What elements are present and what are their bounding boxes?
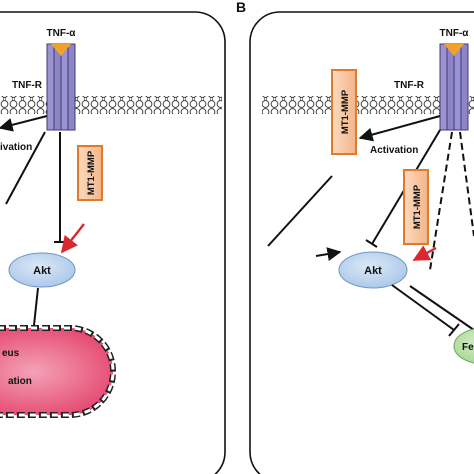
tnf-receptor-b [439, 43, 469, 131]
panel-b-frame [249, 11, 474, 474]
nucleus-a [0, 325, 116, 418]
akt-label-a: Akt [33, 265, 51, 277]
panel-b-letter: B [236, 0, 246, 15]
mt1-mmp-label-b: MT1-MMP [412, 184, 423, 229]
panel-a: TNF-α TNF-R ivation MT1-MMP Akt eus atio… [0, 11, 226, 474]
left-line-b [267, 175, 333, 247]
activation-arrow-a [0, 115, 48, 132]
mt1-akt-red-arrow-a [60, 223, 85, 254]
mt1-akt-red-arrow-b [412, 245, 437, 262]
mt1-mmp-membrane-box-b [331, 69, 357, 155]
tnf-alpha-label-a: TNF-α [47, 28, 77, 39]
akt-label-b: Akt [364, 265, 382, 277]
membrane-b [262, 96, 474, 114]
akt-right-arrow-b [409, 285, 474, 331]
inhibition-bar-b [365, 239, 378, 248]
tnf-receptor-a [46, 43, 76, 131]
akt-fe-inhibition-b [391, 284, 455, 331]
dashed-line-1-b [429, 131, 453, 271]
mt1-mmp-box-a [77, 145, 103, 201]
activation-label-b: Activation [370, 145, 418, 156]
activation-label-a: ivation [0, 142, 32, 153]
dashed-line-2-b [459, 131, 474, 237]
nucleus-label-a-1: eus [2, 348, 20, 359]
tnf-r-label-b: TNF-R [394, 80, 425, 91]
akt-node-a [8, 252, 76, 288]
receptor-to-left-line-a [5, 131, 46, 205]
activation-arrow-b [358, 115, 441, 142]
nucleus-pore-pattern-a [0, 326, 115, 417]
mt1-mmp-label-a: MT1-MMP [86, 150, 97, 195]
nucleus-label-a-2: ation [8, 376, 32, 387]
mt1-mmp-membrane-label-b: MT1-MMP [340, 89, 351, 134]
fe-node-b [453, 328, 474, 364]
tnf-alpha-label-b: TNF-α [440, 28, 470, 39]
tnf-alpha-ligand-b [444, 44, 464, 56]
tnf-r-label-a: TNF-R [12, 80, 43, 91]
inhibition-bar-fe-b [448, 323, 460, 337]
akt-node-b [338, 251, 408, 289]
fe-label-b: Fe [462, 342, 474, 353]
panel-a-frame [0, 11, 226, 474]
membrane-a [0, 96, 222, 114]
tnf-alpha-ligand-a [51, 44, 71, 56]
panel-b: B TNF-α TNF-R MT1-MMP Activation MT1-MMP [236, 0, 474, 474]
akt-left-arrow-b [315, 247, 342, 261]
mt1-mmp-box-b [403, 169, 429, 245]
